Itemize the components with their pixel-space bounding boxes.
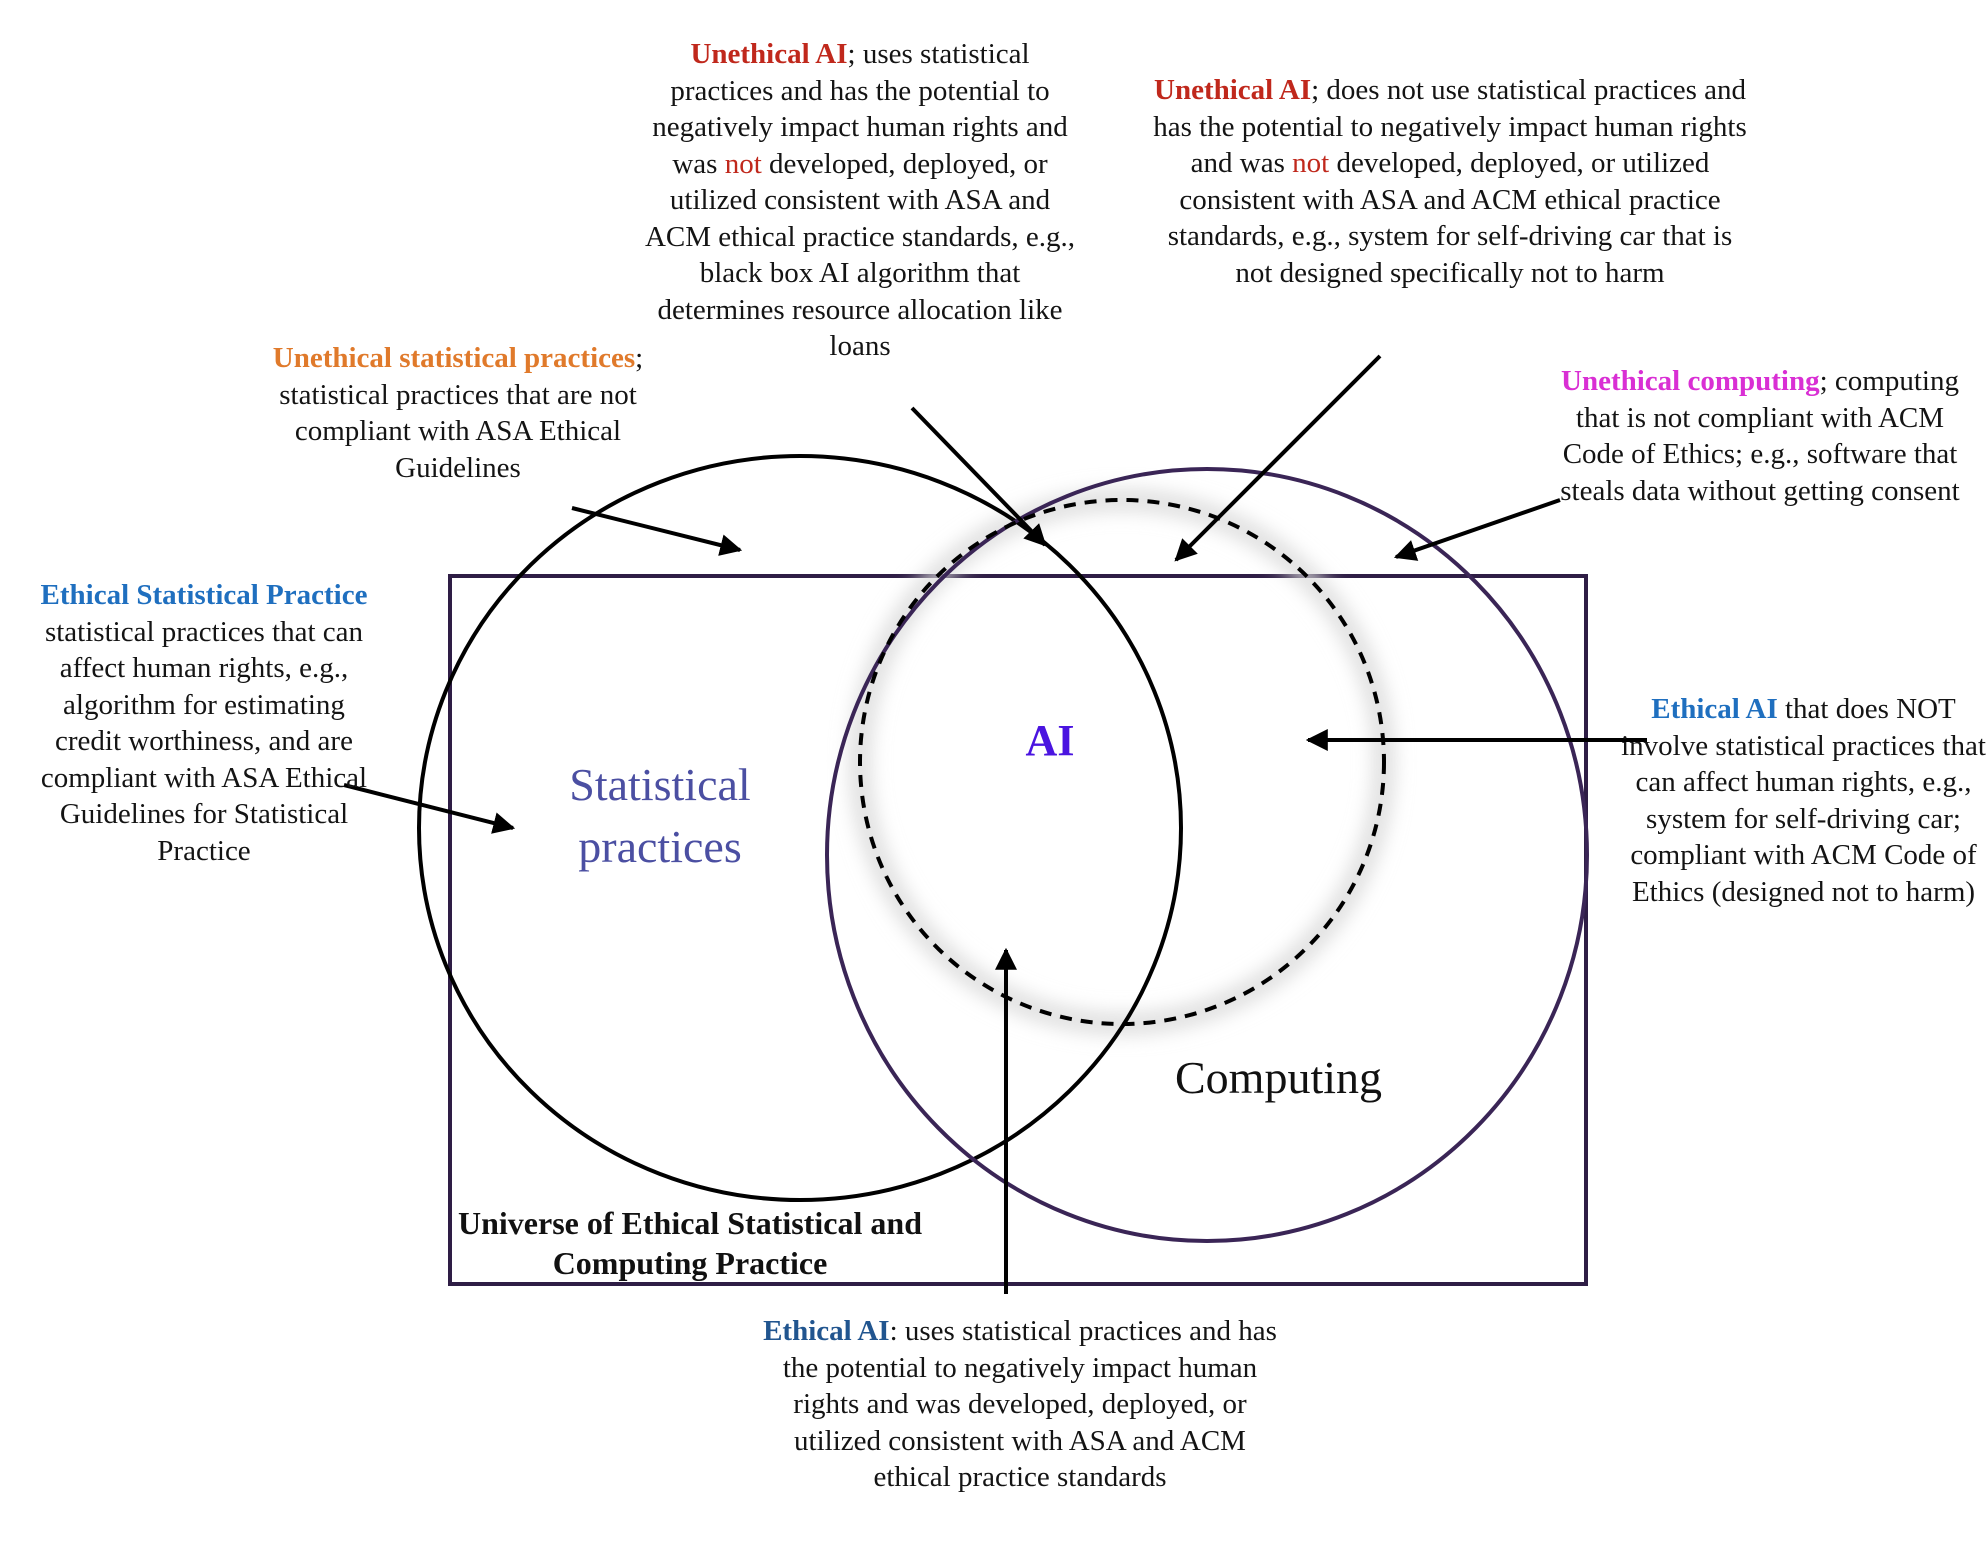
callout-text: ; uses statistical practices and has the… (652, 38, 1068, 180)
callout-highlight: Unethical computing (1561, 365, 1820, 397)
callout-unethical-ai-non-statistical: Unethical AI; does not use statistical p… (1150, 72, 1750, 291)
arrow-unethical-ai-stat (910, 406, 1047, 547)
callout-text: ; does not use statistical practices and… (1153, 74, 1747, 179)
ai-circle-shadow (851, 491, 1393, 1033)
callout-highlight: Unethical AI (1154, 74, 1312, 106)
callout-highlight: Unethical statistical practices (272, 342, 636, 374)
callout-highlight: Ethical Statistical Practice (40, 579, 368, 611)
ai-circle (858, 498, 1386, 1026)
callout-unethical-ai-statistical: Unethical AI; uses statistical practices… (640, 36, 1080, 365)
computing-circle (825, 467, 1589, 1243)
statistical-practices-circle (417, 454, 1183, 1202)
arrow-unethical-ai-nostat (1174, 354, 1382, 562)
callout-text: that does NOT involve statistical practi… (1621, 693, 1986, 908)
callout-text: ; computing that is not compliant with A… (1560, 365, 1960, 507)
callout-text: : uses statistical practices and has the… (782, 1315, 1277, 1493)
callout-text: developed, deployed, or utilized consist… (1167, 147, 1733, 289)
callout-text: ; statistical practices that are not com… (279, 342, 644, 484)
ai-label: AI (1025, 716, 1075, 765)
arrow-ethical-stat (343, 783, 516, 834)
callout-ethical-ai-statistical: Ethical AI: uses statistical practices a… (760, 1313, 1280, 1496)
universe-box (448, 574, 1588, 1286)
callout-ethical-ai-non-statistical: Ethical AI that does NOT involve statist… (1620, 691, 1987, 910)
callout-ethical-statistical-practice: Ethical Statistical Practice statistical… (30, 577, 378, 869)
callout-highlight: Ethical AI (763, 1315, 890, 1347)
callout-unethical-statistical-practices: Unethical statistical practices; statist… (258, 340, 658, 486)
callout-highlight: Ethical AI (1651, 693, 1778, 725)
callout-not-word: not (1292, 147, 1330, 179)
arrow-unethical-comp (1393, 498, 1561, 561)
callout-unethical-computing: Unethical computing; computing that is n… (1550, 363, 1970, 509)
arrow-unethical-stat (571, 506, 743, 556)
universe-label: Universe of Ethical Statistical and Comp… (458, 1205, 922, 1281)
statistical-practices-label: Statistical practices (569, 759, 751, 872)
computing-label: Computing (1175, 1052, 1383, 1103)
callout-text: developed, deployed, or utilized consist… (644, 147, 1075, 363)
callout-text: statistical practices that can affect hu… (40, 615, 368, 867)
callout-not-word: not (724, 147, 762, 180)
callout-highlight: Unethical AI (690, 38, 848, 70)
